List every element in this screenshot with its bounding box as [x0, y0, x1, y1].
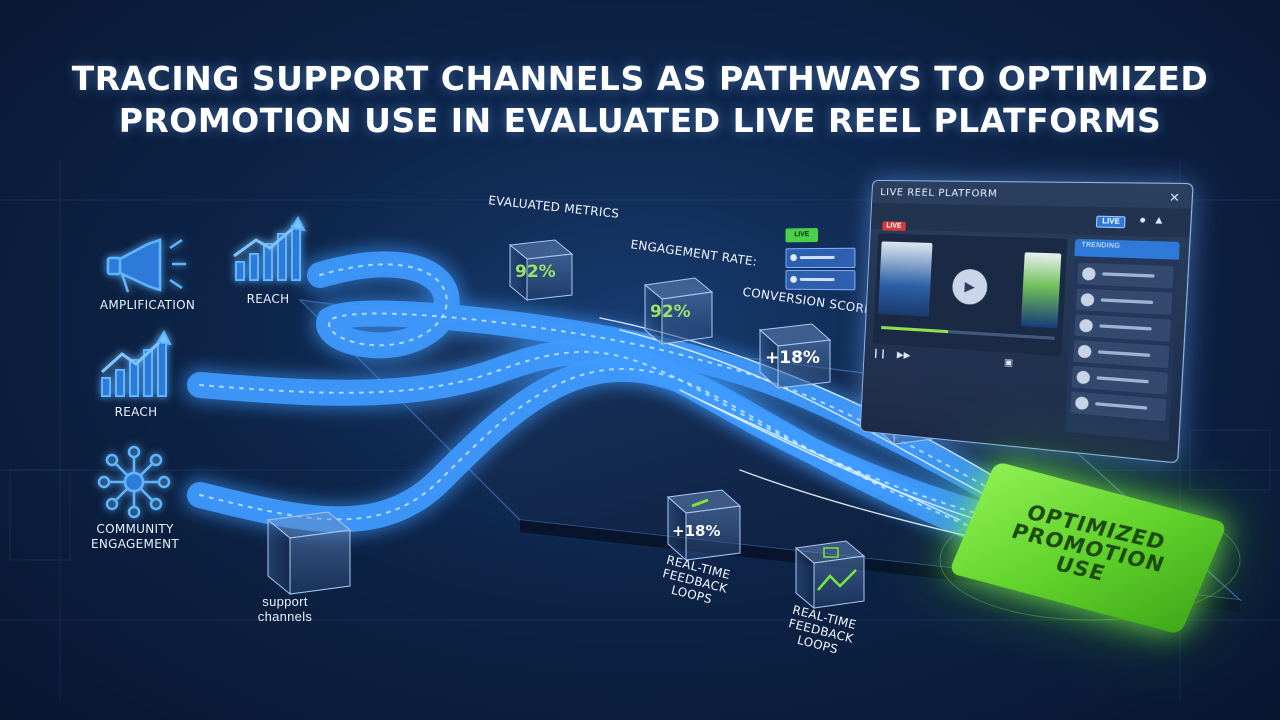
list-item[interactable] — [1077, 262, 1174, 289]
play-icon[interactable]: ▶ — [951, 268, 989, 306]
label-reach-top: REACH — [246, 292, 290, 306]
list-item[interactable] — [1075, 288, 1173, 316]
cube-evaluated-metrics — [508, 239, 574, 302]
value-engagement-rate: 92% — [650, 302, 691, 322]
video-thumbnail — [878, 241, 933, 317]
label-amplification: AMPLIFICATION — [99, 298, 196, 312]
pause-icon[interactable]: ❙❙ — [872, 347, 888, 359]
live-badge: LIVE — [882, 221, 906, 231]
avatar — [1077, 344, 1092, 359]
list-item[interactable] — [1073, 340, 1170, 369]
window-title: LIVE REEL PLATFORM — [879, 187, 998, 200]
card-row — [785, 247, 856, 268]
label-community-engagement: COMMUNITY ENGAGEMENT — [80, 522, 190, 552]
user-icon — [790, 275, 797, 283]
fullscreen-icon[interactable]: ▣ — [1003, 356, 1014, 368]
progress-bar[interactable] — [881, 325, 1055, 340]
network-hub-icon — [97, 445, 171, 519]
profile-icon[interactable]: ▲ — [1152, 214, 1165, 228]
label-community-line2: ENGAGEMENT — [91, 537, 179, 551]
close-icon[interactable]: ✕ — [1168, 191, 1181, 206]
title-line-2: PROMOTION USE IN EVALUATED LIVE REEL PLA… — [118, 101, 1162, 140]
list-item[interactable] — [1070, 391, 1167, 422]
live-reel-platform-window: LIVE REEL PLATFORM ✕ LIVE ● ▲ LIVE ▶ ❙❙ … — [859, 179, 1194, 464]
label-community-line1: COMMUNITY — [96, 522, 174, 536]
cube-engagement-rate — [643, 277, 714, 346]
avatar — [1079, 318, 1094, 333]
avatar — [1076, 370, 1091, 385]
card-row — [785, 269, 856, 291]
user-icon — [790, 254, 797, 262]
trending-sidebar: TRENDING — [1064, 238, 1180, 442]
label-support-channels: support channels — [240, 594, 330, 624]
label-support-line1: support — [262, 594, 308, 609]
value-feedback: +18% — [672, 522, 721, 540]
card-live-badge: LIVE — [785, 228, 819, 243]
user-icon[interactable]: ● — [1138, 214, 1147, 227]
destination-label: OPTIMIZED PROMOTION USE — [1000, 500, 1175, 597]
pipe-community — [187, 355, 1003, 548]
cube-feedback-2 — [794, 540, 866, 610]
live-badge-top[interactable]: LIVE — [1096, 215, 1126, 229]
sidebar-header: TRENDING — [1074, 238, 1180, 260]
video-thumbnail-2 — [1020, 252, 1062, 329]
value-evaluated-metrics: 92% — [515, 262, 556, 282]
list-item[interactable] — [1074, 314, 1171, 342]
progress-fill — [881, 325, 949, 334]
page-title: TRACING SUPPORT CHANNELS AS PATHWAYS TO … — [0, 58, 1280, 142]
label-reach: REACH — [114, 405, 158, 419]
window-topbar: LIVE ● ▲ — [870, 202, 1192, 238]
floating-live-card: LIVE — [785, 227, 856, 308]
avatar — [1081, 267, 1096, 281]
cube-support-channels — [266, 511, 352, 596]
support-pipes — [183, 247, 1027, 552]
bar-chart-up-icon — [233, 215, 306, 281]
list-item[interactable] — [1071, 365, 1168, 395]
cube-feedback-1 — [666, 489, 742, 562]
bar-chart-up-icon-2 — [100, 329, 172, 397]
cube-conversion-score — [758, 323, 832, 390]
megaphone-icon — [106, 238, 186, 293]
avatar — [1074, 396, 1089, 411]
video-player[interactable]: LIVE ▶ — [872, 221, 1068, 357]
avatar — [1080, 293, 1095, 307]
sidebar-header-label: TRENDING — [1081, 242, 1121, 251]
label-support-line2: channels — [257, 609, 313, 624]
next-icon[interactable]: ▶▶ — [896, 349, 911, 361]
title-line-1: TRACING SUPPORT CHANNELS AS PATHWAYS TO … — [71, 59, 1209, 98]
value-conversion-score: +18% — [765, 348, 820, 368]
